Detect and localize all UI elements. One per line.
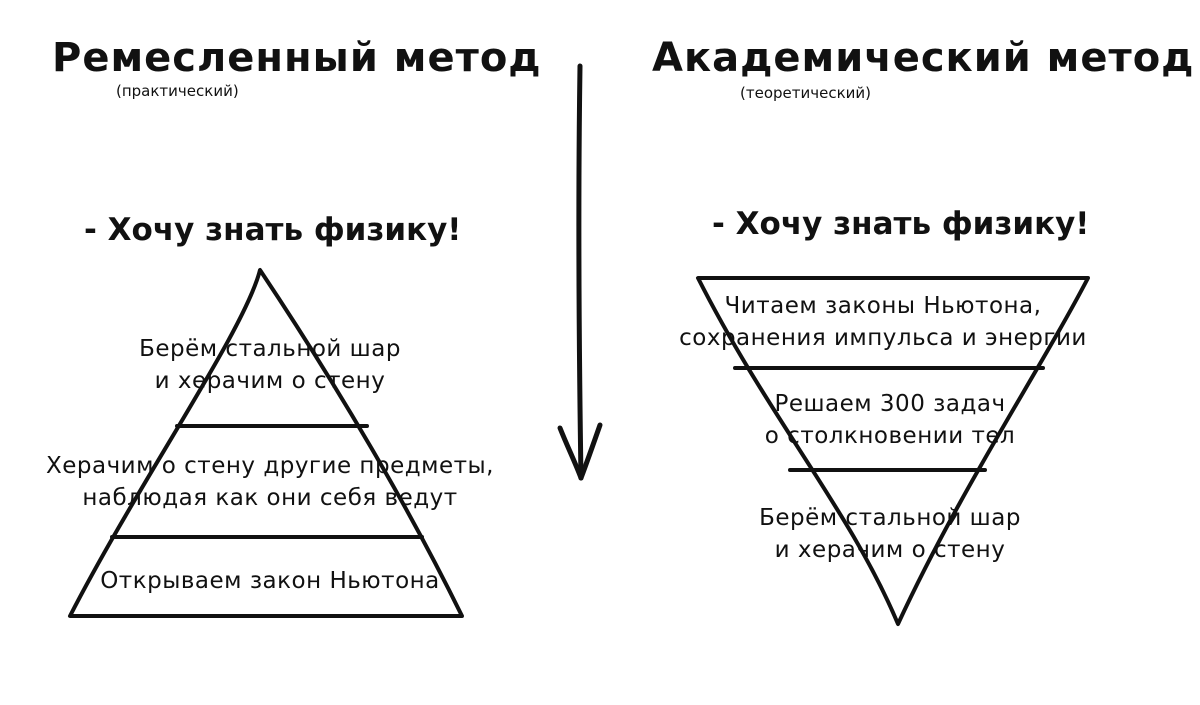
right-quote: - Хочу знать физику!	[712, 206, 1090, 242]
arrow-down-icon	[557, 63, 603, 481]
left-layer-2: Херачим о стену другие предметы, наблюдая…	[30, 450, 510, 514]
right-subtitle: (теоретический)	[740, 84, 871, 102]
left-layer-1: Берём стальной шар и херачим о стену	[60, 333, 480, 397]
left-layer-1-line-2: и херачим о стену	[154, 368, 386, 394]
right-layer-1-line-2: сохранения импульса и энергии	[679, 325, 1087, 351]
left-title: Ремесленный метод	[52, 35, 542, 81]
right-layer-1: Читаем законы Ньютона, сохранения импульс…	[668, 290, 1098, 354]
right-layer-3-line-1: Берём стальной шар	[759, 505, 1021, 531]
left-layer-2-line-1: Херачим о стену другие предметы,	[45, 453, 494, 479]
left-layer-3-line-1: Открываем закон Ньютона	[100, 568, 440, 594]
left-layer-1-line-1: Берём стальной шар	[139, 336, 401, 362]
left-subtitle: (практический)	[116, 82, 239, 100]
left-layer-2-line-2: наблюдая как они себя ведут	[82, 485, 458, 511]
right-layer-3: Берём стальной шар и херачим о стену	[690, 502, 1090, 566]
left-pyramid-outline	[68, 268, 464, 618]
right-layer-3-line-2: и херачим о стену	[774, 537, 1006, 563]
right-layer-2-line-2: о столкновении тел	[764, 423, 1016, 449]
right-title: Академический метод	[652, 35, 1195, 81]
right-pyramid-outline	[696, 276, 1090, 626]
right-layer-1-line-1: Читаем законы Ньютона,	[724, 293, 1042, 319]
right-layer-2: Решаем 300 задач о столкновении тел	[690, 388, 1090, 452]
left-layer-3: Открываем закон Ньютона	[70, 565, 470, 597]
right-layer-2-line-1: Решаем 300 задач	[774, 391, 1006, 417]
left-quote: - Хочу знать физику!	[84, 212, 462, 248]
